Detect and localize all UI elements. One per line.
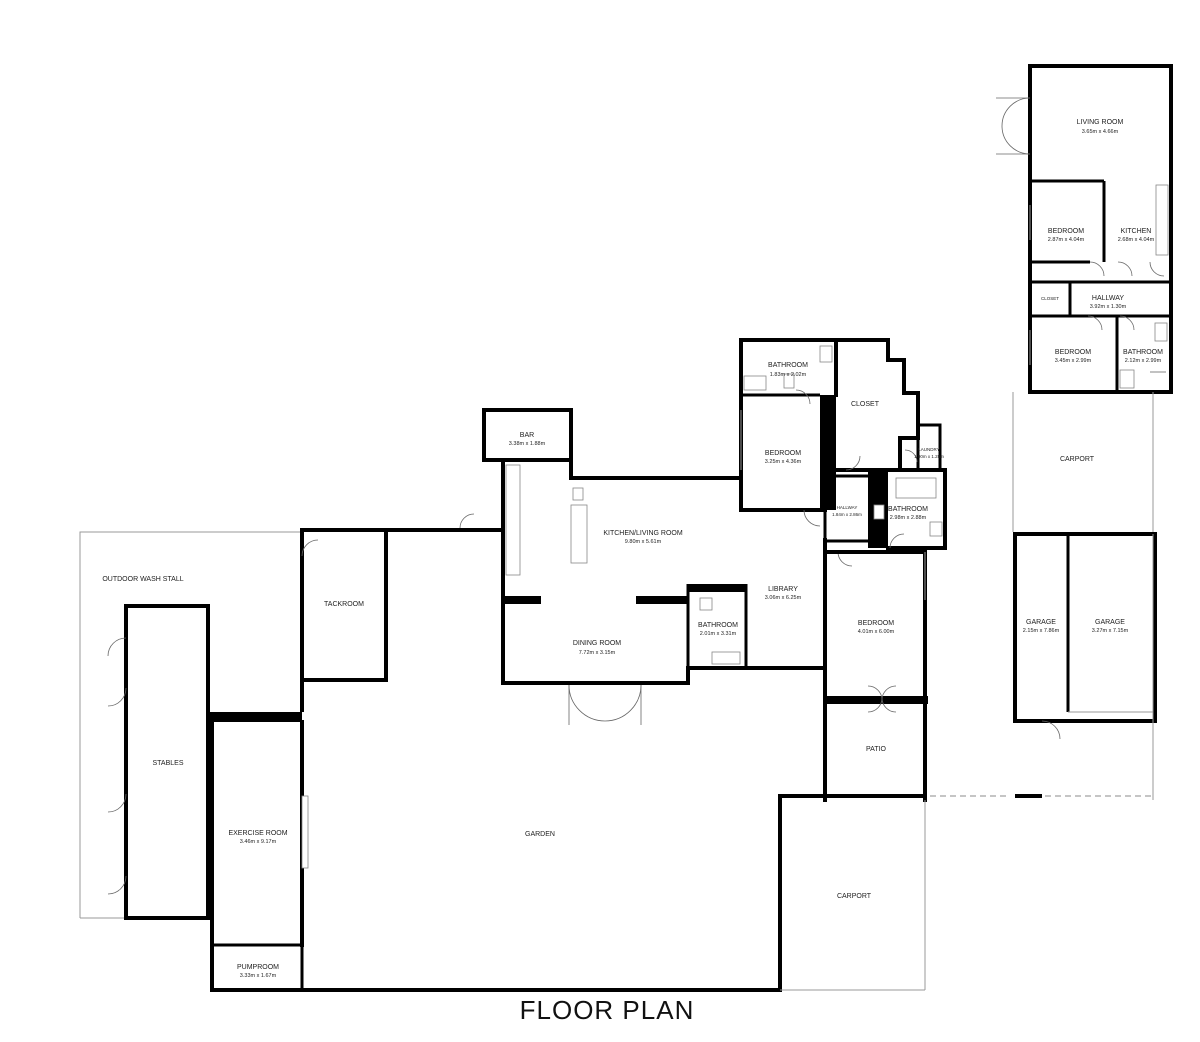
room-name-garage-1: GARAGE [1026,619,1056,626]
room-name-bedroom-guest2: BEDROOM [1055,349,1091,356]
room-name-closet-guest: CLOSET [1041,296,1059,301]
room-dim-hallway-main: 1.84m x 2.86m [832,512,862,517]
room-name-hallway-main: HALLWAY [837,505,858,510]
guest-house [996,64,1173,394]
room-dim-bathroom-main: 2.98m x 2.88m [890,515,927,521]
room-dim-bar: 3.38m x 1.88m [509,441,546,447]
room-name-bedroom-south: BEDROOM [858,620,894,627]
room-dim-bedroom-south: 4.01m x 6.00m [858,629,895,635]
room-dim-living-room: 3.65m x 4.66m [1082,129,1119,135]
room-name-hallway-guest: HALLWAY [1092,295,1124,302]
room-name-dining-room: DINING ROOM [573,640,621,647]
room-name-kitchen-guest: KITCHEN [1121,228,1152,235]
room-dim-pumproom: 3.33m x 1.67m [240,973,277,979]
room-name-tackroom: TACKROOM [324,601,364,608]
room-name-laundry: LAUNDRY [918,447,939,452]
room-name-bathroom-small: BATHROOM [698,622,738,629]
room-dim-garage-2: 3.27m x 7.15m [1092,628,1129,634]
room-dim-garage-1: 2.15m x 7.86m [1023,628,1060,634]
room-name-pumproom: PUMPROOM [237,964,279,971]
floor-plan-title: FLOOR PLAN [520,995,695,1025]
room-name-exercise-room: EXERCISE ROOM [228,830,287,837]
room-dim-bedroom-main: 3.25m x 4.36m [765,459,802,465]
room-name-bar: BAR [520,432,534,439]
room-name-outdoor-wash-stall: OUTDOOR WASH STALL [102,576,183,583]
stable-complex [79,528,926,992]
room-name-garage-2: GARAGE [1095,619,1125,626]
room-name-library: LIBRARY [768,586,798,593]
room-name-kitchen-living: KITCHEN/LIVING ROOM [603,530,683,537]
room-name-carport-bottom: CARPORT [837,893,872,900]
room-name-bathroom-top: BATHROOM [768,362,808,369]
room-name-closet-main: CLOSET [851,401,880,408]
room-dim-dining-room: 7.72m x 3.15m [579,650,616,656]
room-dim-laundry: 1.90m x 1.28m [914,454,944,459]
room-name-bedroom-main: BEDROOM [765,450,801,457]
room-name-bathroom-main: BATHROOM [888,506,928,513]
room-name-carport-top: CARPORT [1060,456,1095,463]
room-dim-exercise-room: 3.46m x 9.17m [240,839,277,845]
carport-garages [1012,392,1157,800]
room-dim-bathroom-top: 1.83m x 2.02m [770,372,807,378]
room-name-living-room: LIVING ROOM [1077,119,1124,126]
room-name-garden: GARDEN [525,831,555,838]
room-labels: LIVING ROOM 3.65m x 4.66m BEDROOM 2.87m … [102,119,1163,979]
room-name-stables: STABLES [153,760,184,767]
room-dim-bathroom-guest: 2.12m x 2.99m [1125,358,1162,364]
room-name-bedroom-guest: BEDROOM [1048,228,1084,235]
room-dim-kitchen-guest: 2.68m x 4.04m [1118,237,1155,243]
room-dim-bedroom-guest: 2.87m x 4.04m [1048,237,1085,243]
room-name-patio: PATIO [866,746,887,753]
main-house [384,338,1153,802]
room-dim-kitchen-living: 9.80m x 5.61m [625,539,662,545]
room-dim-library: 3.06m x 6.25m [765,595,802,601]
room-dim-bathroom-small: 2.01m x 3.31m [700,631,737,637]
room-name-bathroom-guest: BATHROOM [1123,349,1163,356]
room-dim-bedroom-guest2: 3.45m x 2.99m [1055,358,1092,364]
room-dim-hallway-guest: 3.92m x 1.30m [1090,304,1127,310]
